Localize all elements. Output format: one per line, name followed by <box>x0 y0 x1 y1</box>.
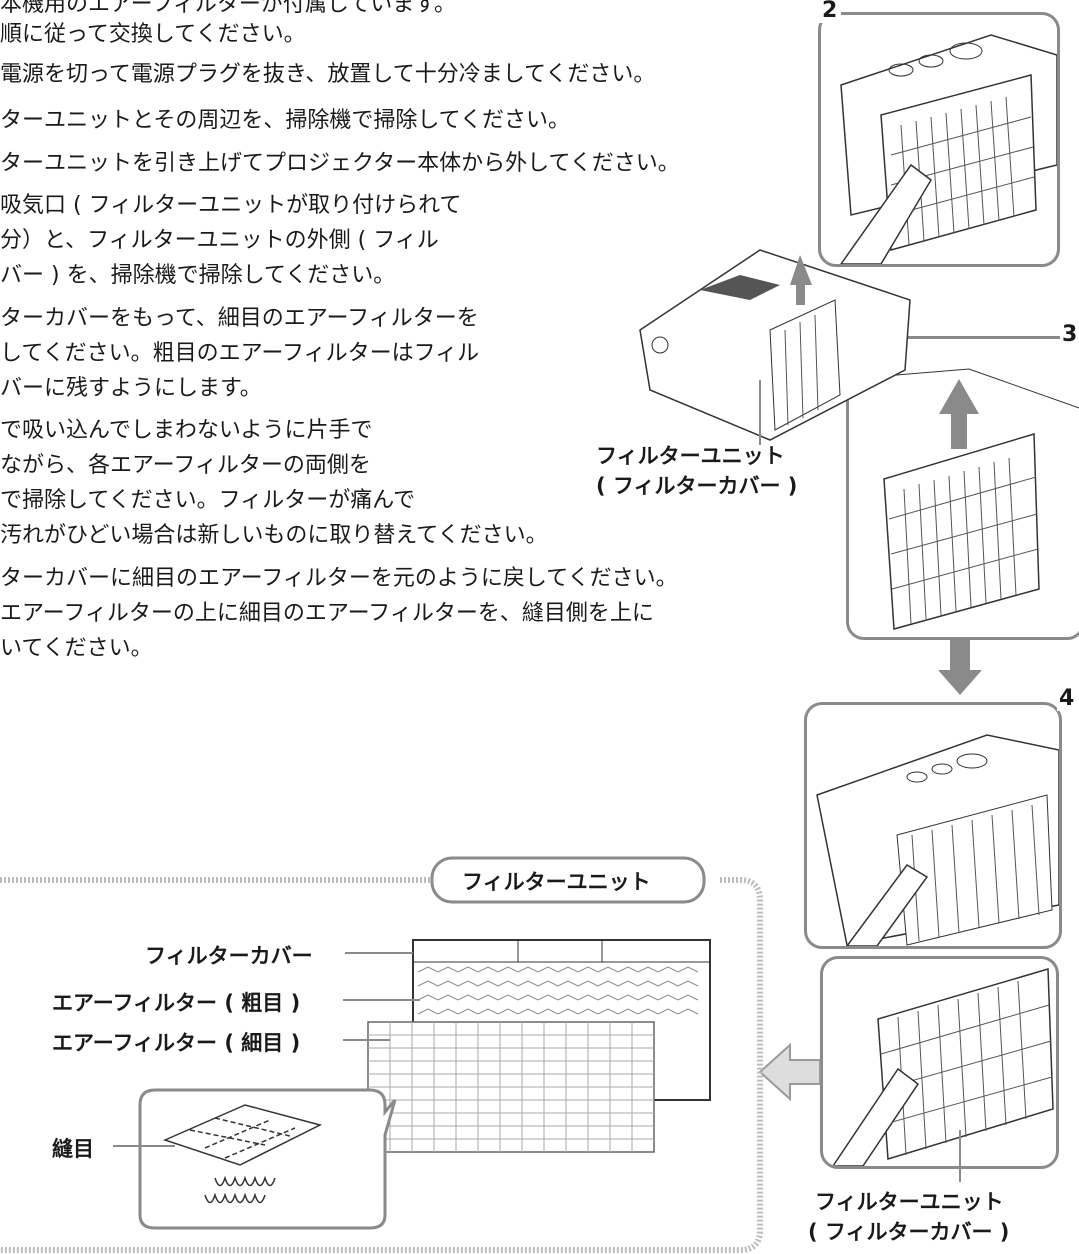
projector-illustration <box>639 249 911 441</box>
diagram-title: フィルターユニット <box>462 870 651 894</box>
step-2-number: 2 <box>818 0 842 23</box>
fine-filter-label: エアーフィルター ( 細目 ) <box>52 1031 301 1055</box>
step-3-illustration <box>849 368 1079 630</box>
text-line: 電源を切って電源プラグを抜き、放置して十分冷ましてください。 <box>0 62 656 87</box>
text-line: いてください。 <box>0 636 153 661</box>
filter-unit-label: フィルターユニット <box>596 444 785 468</box>
seam-label: 縫目 <box>52 1137 94 1161</box>
filter-cover-label-bottom: ( フィルターカバー ) <box>808 1220 1010 1244</box>
text-line: で吸い込んでしまわないように片手で <box>0 418 373 443</box>
cover-label: フィルターカバー <box>145 944 313 968</box>
text-line: ターカバーに細目のエアーフィルターを元のように戻してください。 <box>0 566 678 591</box>
text-line: 汚れがひどい場合は新しいものに取り替えてください。 <box>0 523 548 548</box>
step-2-illustration <box>840 34 1057 264</box>
filter-cover-label: ( フィルターカバー ) <box>596 474 798 498</box>
coarse-filter-label: エアーフィルター ( 粗目 ) <box>52 991 301 1015</box>
text-line: バー ) を、掃除機で掃除してください。 <box>0 263 396 288</box>
filter-unit-label-bottom: フィルターユニット <box>815 1190 1004 1214</box>
step-3-panel <box>846 336 1079 640</box>
step-4-panel <box>804 702 1062 949</box>
text-line: ターユニットとその周辺を、掃除機で掃除してください。 <box>0 108 571 133</box>
text-line: エアーフィルターの上に細目のエアーフィルターを、縫目側を上に <box>0 601 654 626</box>
text-line: 順に従って交換してください。 <box>0 22 306 47</box>
filter-unit-panel <box>820 956 1059 1169</box>
text-line: ながら、各エアーフィルターの両側を <box>0 453 371 478</box>
text-line: 本機用のエアーフィルターが付属しています。 <box>0 0 457 17</box>
step-4-number: 4 <box>1057 686 1077 711</box>
text-line: してください。粗目のエアーフィルターはフィル <box>0 341 480 366</box>
step-4-illustration <box>816 734 1059 946</box>
text-line: 分）と、フィルターユニットの外側 ( フィル <box>0 228 439 253</box>
step-2-panel <box>818 12 1060 267</box>
text-line: ターユニットを引き上げてプロジェクター本体から外してください。 <box>0 151 680 176</box>
filter-unit-illustration <box>832 968 1054 1166</box>
text-line: で掃除してください。フィルターが痛んで <box>0 488 416 513</box>
text-line: ターカバーをもって、細目のエアーフィルターを <box>0 306 479 331</box>
text-line: 吸気口 ( フィルターユニットが取り付けられて <box>0 193 462 218</box>
step-3-number: 3 <box>1060 322 1079 347</box>
text-line: バーに残すようにします。 <box>0 376 262 401</box>
